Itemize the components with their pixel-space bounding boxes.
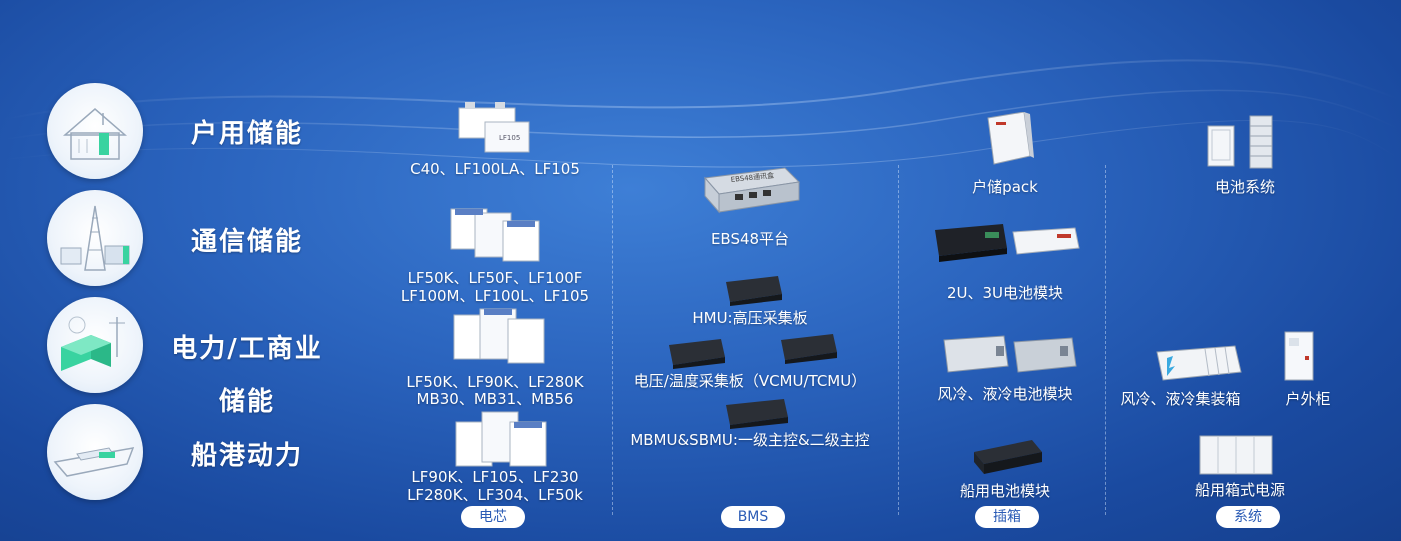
- cell-label-telecom-line2: LF100M、LF100L、LF105: [400, 287, 590, 305]
- bms-label-ebs48: EBS48平台: [710, 230, 790, 248]
- divider-3: [1105, 165, 1106, 515]
- pill-system: 系统: [1216, 506, 1280, 528]
- category-industrial-line2: 储能: [218, 387, 275, 417]
- vcmu-board-image: [669, 339, 725, 369]
- system-label-outdoor-cabinet: 户外柜: [1285, 390, 1331, 408]
- ship-scenario-image: [47, 404, 143, 500]
- pill-module: 插箱: [975, 506, 1039, 528]
- cell-image-ship: [455, 411, 547, 467]
- cell-label-industrial-line1: LF50K、LF90K、LF280K: [406, 373, 584, 391]
- cell-image-telecom: [450, 208, 540, 262]
- marine-module-image: [974, 440, 1042, 474]
- bms-label-hmu: HMU:高压采集板: [692, 309, 808, 327]
- cell-label-home: C40、LF100LA、LF105: [410, 160, 580, 178]
- cell-tag: LF105: [499, 134, 520, 142]
- cell-label-ship-line1: LF90K、LF105、LF230: [411, 468, 579, 486]
- divider-1: [612, 165, 613, 515]
- home-pack-image: [987, 112, 1034, 165]
- outdoor-cabinet-image: [1284, 331, 1314, 381]
- divider-2: [898, 165, 899, 515]
- rack-module-image: [935, 224, 1080, 262]
- telecom-scenario-image: [47, 190, 143, 286]
- pill-bms: BMS: [721, 506, 785, 528]
- container-system-image: [1156, 345, 1242, 381]
- cell-label-telecom-line1: LF50K、LF50F、LF100F: [407, 269, 583, 287]
- pill-cell: 电芯: [461, 506, 525, 528]
- module-label-rack: 2U、3U电池模块: [946, 284, 1064, 302]
- cell-label-ship-line2: LF280K、LF304、LF50k: [407, 486, 583, 504]
- category-home: 户用储能: [190, 119, 303, 149]
- industrial-scenario-image: [47, 297, 143, 393]
- system-label-marine-power: 船用箱式电源: [1194, 481, 1285, 499]
- ship-icon: [53, 447, 135, 477]
- module-label-cooled: 风冷、液冷电池模块: [937, 385, 1073, 403]
- bms-label-mbmu: MBMU&SBMU:一级主控&二级主控: [630, 431, 870, 449]
- mbmu-board-image: [726, 399, 788, 429]
- cell-image-industrial: [453, 308, 545, 364]
- home-scenario-image: [47, 83, 143, 179]
- hmu-board-image: [726, 276, 782, 306]
- tcmu-board-image: [781, 334, 837, 364]
- system-label-container: 风冷、液冷集装箱: [1120, 390, 1241, 408]
- ebs48-device-image: EBS48通讯盒: [704, 167, 801, 214]
- cooled-module-image: [943, 335, 1077, 373]
- house-icon: [62, 108, 128, 160]
- category-telecom: 通信储能: [190, 227, 303, 257]
- category-industrial: 电力/工商业: [171, 334, 323, 364]
- module-label-marine: 船用电池模块: [959, 482, 1050, 500]
- category-ship: 船港动力: [190, 441, 303, 471]
- system-label-battery: 电池系统: [1214, 178, 1275, 196]
- bms-label-vcmu: 电压/温度采集板（VCMU/TCMU）: [633, 372, 867, 390]
- cell-image-home: LF105: [458, 102, 530, 153]
- battery-system-image: [1207, 115, 1273, 169]
- cell-label-industrial-line2: MB30、MB31、MB56: [416, 390, 574, 408]
- marine-power-box-image: [1199, 435, 1273, 475]
- container-icon: [61, 316, 125, 371]
- tower-icon: [60, 205, 130, 271]
- module-label-home-pack: 户储pack: [972, 178, 1038, 196]
